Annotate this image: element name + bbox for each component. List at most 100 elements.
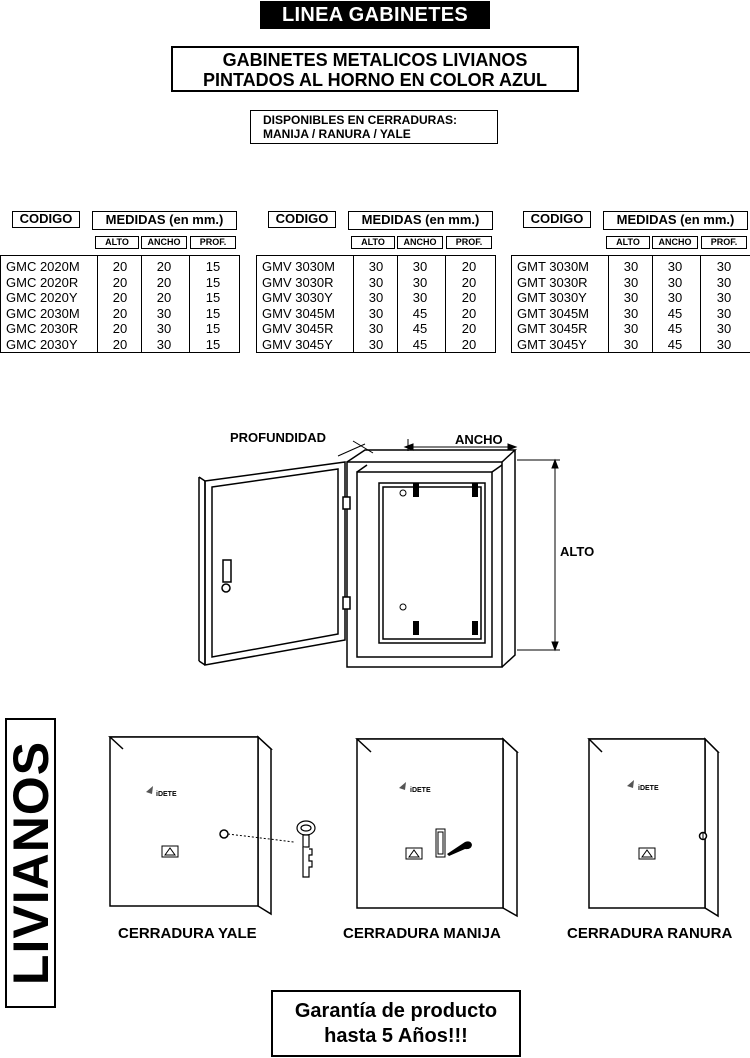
- caption-ranura: CERRADURA RANURA: [567, 925, 733, 942]
- ancho-label: ANCHO: [455, 432, 503, 447]
- row-value: 20: [461, 305, 477, 321]
- row-value: 20: [156, 259, 172, 274]
- row-value: 30: [623, 290, 639, 305]
- guarantee-line-2: hasta 5 Años!!!: [324, 1025, 468, 1047]
- column-divider: [397, 256, 398, 352]
- locks-line-2: MANIJA / RANURA / YALE: [263, 127, 411, 141]
- column-header-alto: ALTO: [606, 236, 650, 249]
- row-value: 20: [112, 274, 128, 290]
- column-divider: [141, 256, 142, 352]
- row-code: GMC 2020R: [6, 274, 79, 290]
- row-value: 30: [623, 336, 639, 352]
- row-value: 15: [205, 290, 221, 305]
- row-value: 30: [667, 290, 683, 305]
- row-value: 20: [461, 321, 477, 336]
- row-code: GMV 3030Y: [262, 290, 333, 305]
- row-value: 30: [716, 305, 732, 321]
- row-value: 45: [412, 305, 428, 321]
- row-value: 15: [205, 336, 221, 352]
- row-value: 20: [112, 305, 128, 321]
- livianos-box: LIVIANOS: [3, 718, 59, 1008]
- column-divider: [700, 256, 701, 352]
- row-value: 20: [461, 290, 477, 305]
- column-divider: [445, 256, 446, 352]
- row-value: 20: [461, 274, 477, 290]
- codigo-header: CODIGO: [12, 211, 80, 228]
- column-divider: [189, 256, 190, 352]
- brand-logo-1: iDETE: [156, 791, 177, 798]
- cabinet-yale: iDETE: [108, 735, 316, 916]
- brand-logo-3: iDETE: [638, 785, 659, 792]
- row-value: 45: [412, 321, 428, 336]
- row-value: 15: [205, 274, 221, 290]
- row-value: 30: [156, 336, 172, 352]
- row-code: GMV 3045R: [262, 321, 334, 336]
- codigo-header: CODIGO: [523, 211, 591, 228]
- column-divider: [97, 256, 98, 352]
- column-header-alto: ALTO: [95, 236, 139, 249]
- guarantee-box: Garantía de producto hasta 5 Años!!!: [271, 990, 521, 1057]
- row-value: 30: [716, 336, 732, 352]
- row-code: GMC 2030R: [6, 321, 79, 336]
- row-code: GMT 3045M: [517, 305, 590, 321]
- row-value: 30: [412, 259, 428, 274]
- row-code: GMC 2020Y: [6, 290, 78, 305]
- cabinet-ranura: iDETE: [587, 737, 720, 918]
- row-value: 20: [112, 259, 128, 274]
- row-code: GMC 2030Y: [6, 336, 78, 352]
- medidas-header: MEDIDAS (en mm.): [348, 211, 493, 230]
- row-value: 20: [112, 321, 128, 336]
- row-code: GMC 2020M: [6, 259, 80, 274]
- row-value: 30: [667, 259, 683, 274]
- row-value: 30: [368, 290, 384, 305]
- row-value: 30: [412, 274, 428, 290]
- row-value: 20: [112, 290, 128, 305]
- table-row: GMV 3030Y 30 30 20: [257, 290, 495, 306]
- row-value: 20: [156, 274, 172, 290]
- table-row: GMC 2030Y 20 30 15: [1, 337, 239, 353]
- column-header-ancho: ANCHO: [141, 236, 187, 249]
- row-value: 30: [667, 274, 683, 290]
- row-value: 30: [412, 290, 428, 305]
- locks-line-1: DISPONIBLES EN CERRADURAS:: [263, 113, 458, 127]
- row-code: GMT 3045Y: [517, 336, 587, 352]
- codigo-header: CODIGO: [268, 211, 336, 228]
- row-value: 15: [205, 259, 221, 274]
- row-value: 30: [156, 305, 172, 321]
- column-header-prof: PROF.: [701, 236, 747, 249]
- row-value: 20: [112, 336, 128, 352]
- column-header-alto: ALTO: [351, 236, 395, 249]
- alto-label: ALTO: [560, 544, 595, 559]
- row-value: 30: [716, 290, 732, 305]
- column-header-ancho: ANCHO: [397, 236, 443, 249]
- guarantee-line-1: Garantía de producto: [294, 1000, 498, 1022]
- row-code: GMT 3045R: [517, 321, 588, 336]
- cabinet-diagram: [198, 439, 560, 668]
- row-code: GMT 3030R: [517, 274, 588, 290]
- row-value: 45: [667, 305, 683, 321]
- column-header-ancho: ANCHO: [652, 236, 698, 249]
- row-value: 30: [716, 274, 732, 290]
- table-row: GMC 2020R 20 20 15: [1, 275, 239, 291]
- column-divider: [652, 256, 653, 352]
- row-value: 20: [461, 336, 477, 352]
- row-code: GMV 3045M: [262, 305, 335, 321]
- row-value: 30: [368, 274, 384, 290]
- page-title: LINEA GABINETES: [260, 1, 490, 29]
- row-value: 30: [368, 305, 384, 321]
- locks-box: DISPONIBLES EN CERRADURAS: MANIJA / RANU…: [250, 110, 498, 144]
- row-value: 15: [205, 321, 221, 336]
- row-code: GMV 3030R: [262, 274, 334, 290]
- table-row: GMV 3045M 30 45 20: [257, 306, 495, 322]
